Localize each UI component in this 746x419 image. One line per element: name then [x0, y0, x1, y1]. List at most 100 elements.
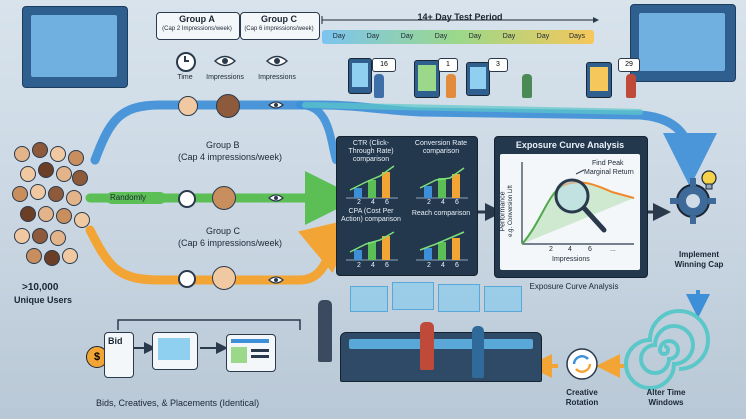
reach-label: Reach comparison [411, 210, 471, 217]
lightbulb-icon [701, 170, 717, 190]
cpa-tick: 6 [385, 262, 389, 269]
person-figure [446, 74, 456, 98]
group-a-box [156, 12, 240, 40]
analyst-figure [472, 326, 484, 378]
phone-screen [466, 62, 490, 96]
winning-cap-label: Winning Cap [674, 260, 724, 269]
impressions-label-1: Impressions [206, 74, 244, 81]
ctr-mini-chart [346, 165, 398, 199]
group-a-caption: (Cap 2 Impressions/week) [162, 26, 232, 32]
group-c-header-title: Group C [261, 14, 297, 24]
exposure-ylabel-2: e.g. Conversion Lift [508, 185, 514, 237]
counter-badge: 1 [438, 58, 458, 72]
counter-badge: 3 [488, 58, 508, 72]
creative-label-1: Creative [566, 388, 598, 397]
bottom-caption: Bids, Creatives, & Placements (Identical… [96, 398, 260, 408]
day-cell: Day [434, 33, 448, 40]
group-a-avatar [178, 96, 198, 116]
exposure-xlabel: Impressions [552, 256, 590, 263]
day-strip: Day Day Day Day Day Day Day Days [322, 30, 594, 44]
eye-icon [268, 194, 284, 202]
cpa-tick: 2 [357, 262, 361, 269]
eye-icon [213, 55, 237, 67]
reach-tick: 6 [455, 262, 459, 269]
person-figure [626, 74, 636, 98]
gear-icon [670, 178, 716, 224]
exposure-curve-chart [521, 162, 635, 245]
flow-top-teal [302, 102, 643, 115]
group-c-avatar [212, 266, 236, 290]
wall-monitor-right [630, 4, 736, 82]
day-cell: Day [502, 33, 516, 40]
phone-screen [348, 58, 372, 94]
ctr-label: CTR (Click-Through Rate) comparison [348, 140, 394, 163]
exposure-tick: 2 [549, 246, 553, 253]
phone-screen [586, 62, 612, 98]
implement-label: Implement [678, 250, 719, 259]
holo-screen [350, 286, 388, 312]
group-b-caption: (Cap 4 impressions/week) [178, 152, 283, 162]
eye-icon [265, 55, 289, 67]
users-count: >10,000 [22, 282, 59, 293]
flow-bottom-orange [85, 217, 357, 285]
day-cell: Day [366, 33, 380, 40]
conversion-label: Conversion Rate comparison [414, 140, 468, 155]
person-figure [374, 74, 384, 98]
alter-label-2: Windows [648, 398, 684, 407]
clock-icon [178, 270, 196, 288]
exposure-caption: Exposure Curve Analysis [529, 282, 619, 291]
test-period-label: 14+ Day Test Period [417, 12, 503, 22]
creative-label-2: Rotation [565, 398, 599, 407]
day-cell: Day [332, 33, 346, 40]
rotation-icon [566, 348, 598, 380]
ctr-tick: 4 [371, 199, 375, 206]
exposure-title: Exposure Curve Analysis [515, 140, 625, 150]
group-c-caption: (Cap 6 impressions/week) [178, 238, 283, 248]
randomly-pill [106, 192, 166, 204]
bid-receipt [104, 332, 134, 378]
clock-icon [176, 52, 196, 72]
flow-to-metrics-blue [296, 101, 340, 164]
eye-icon [268, 101, 284, 109]
exposure-ylabel-1: Performance [499, 191, 507, 232]
annotation-2: Marginal Return [584, 169, 634, 176]
eye-icon [268, 276, 284, 284]
randomly-label: Randomly [110, 193, 147, 202]
group-a-avatar [216, 94, 240, 118]
annotation-1: Find Peak [592, 160, 624, 167]
impressions-label-2: Impressions [258, 74, 296, 81]
exposure-tick: ... [610, 246, 616, 253]
day-cell: Day [536, 33, 550, 40]
holo-screen [392, 282, 434, 310]
reach-mini-chart [416, 231, 468, 261]
counter-badge: 16 [372, 58, 396, 72]
phone-screen [414, 60, 440, 98]
cpa-tick: 4 [371, 262, 375, 269]
cpa-mini-chart [346, 231, 398, 261]
spiral-icon [624, 309, 710, 390]
conversion-tick: 2 [427, 199, 431, 206]
analyst-figure [318, 300, 332, 362]
group-c-header-box [240, 12, 320, 40]
cpa-label: CPA (Cost Per Action) comparison [341, 208, 401, 223]
wall-monitor-left [22, 6, 128, 88]
reach-tick: 2 [427, 262, 431, 269]
conversion-mini-chart [416, 167, 468, 199]
group-b-avatar [212, 186, 236, 210]
ctr-tick: 6 [385, 199, 389, 206]
counter-badge: 29 [618, 58, 640, 72]
day-cell: Days [569, 33, 585, 40]
group-b-title: Group B [206, 140, 240, 150]
holo-screen [484, 286, 522, 312]
control-desk [340, 332, 542, 382]
time-label: Time [177, 74, 193, 81]
placement-browser [226, 334, 276, 372]
exposure-tick: 6 [588, 246, 592, 253]
bracket-bottom [117, 319, 301, 330]
reach-tick: 4 [441, 262, 445, 269]
group-c-title: Group C [206, 226, 241, 236]
alter-label-1: Alter Time [646, 388, 686, 397]
day-cell: Day [468, 33, 482, 40]
